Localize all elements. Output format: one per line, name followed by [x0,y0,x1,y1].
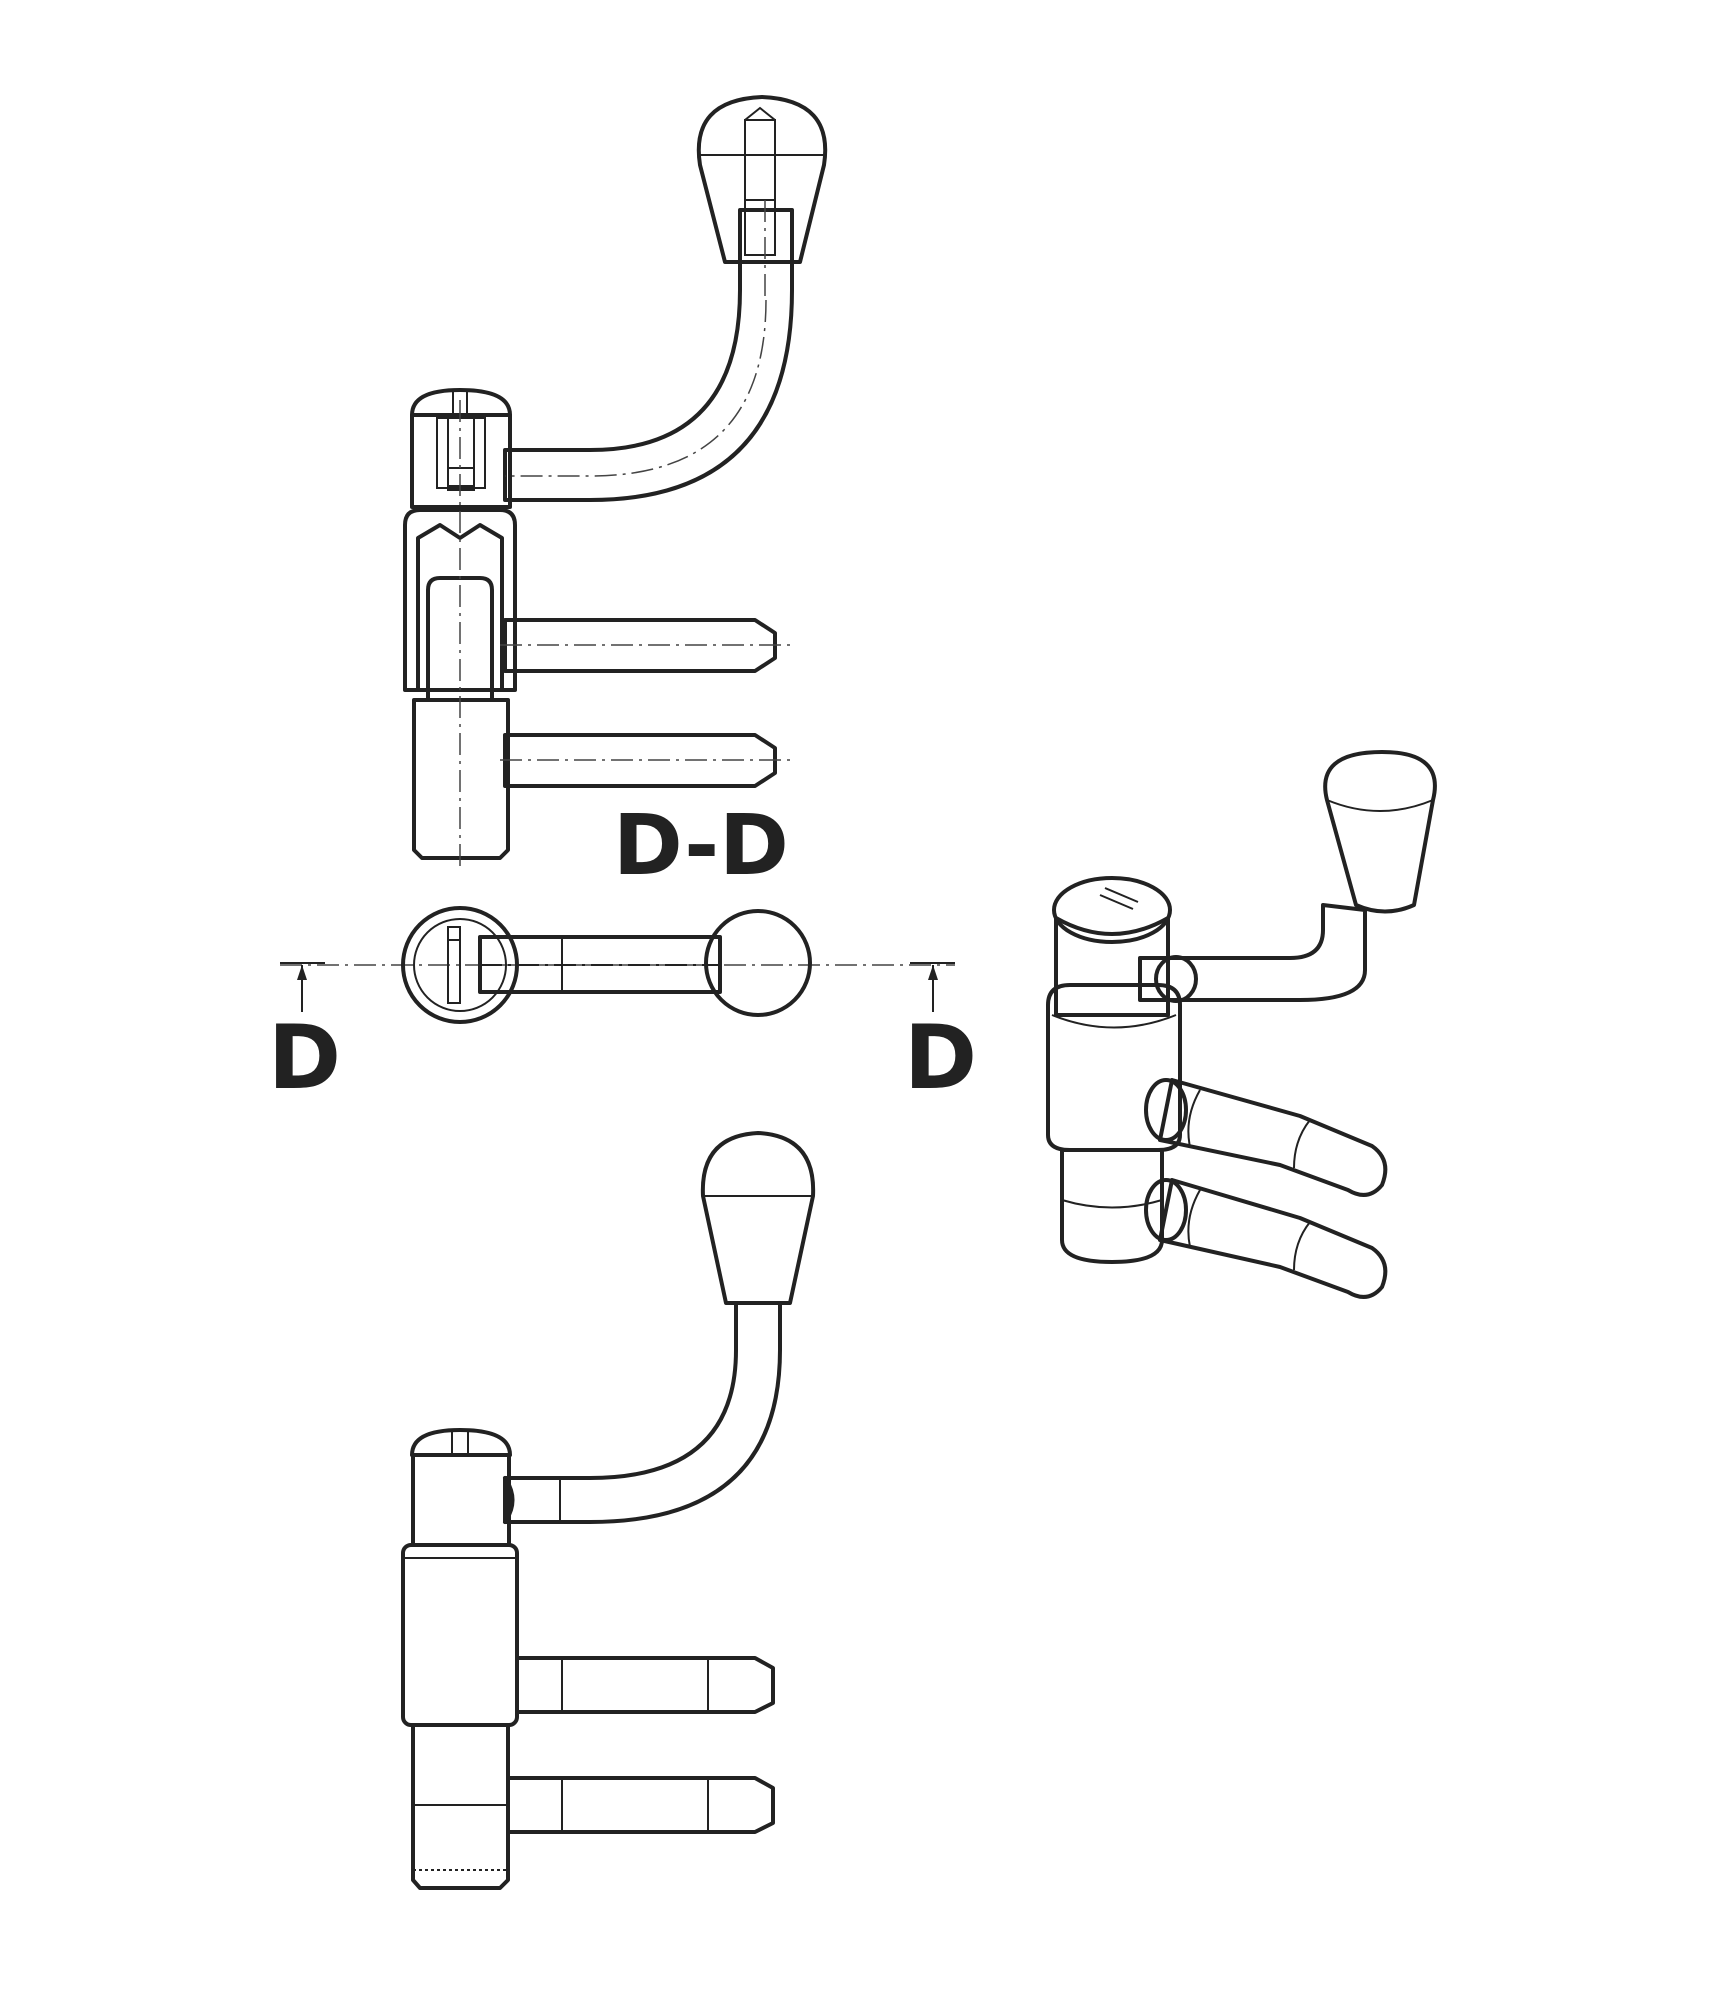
front-view [401,1131,816,1890]
section-knob-bore [744,119,776,256]
front-upper-knuckle [411,1453,511,1547]
plan-screw-slot [447,926,461,1004]
top-view: D D [268,906,977,1109]
cut-label-left: D [268,1006,341,1109]
section-knob [696,95,828,264]
section-title-label: D-D [613,796,789,894]
front-lower-knuckle [411,1723,510,1890]
section-lower-knuckle [412,698,510,860]
render-screw-head [1052,876,1172,944]
section-pin-upper [503,618,777,673]
front-arm [503,1301,782,1524]
front-pin-lower [506,1776,775,1834]
section-inner-pin [426,576,494,702]
render-pin-lower [1158,1178,1388,1299]
render-pin-upper [1158,1078,1388,1197]
section-view-dd: D-D [403,95,828,894]
section-pin-lower [503,733,777,788]
cut-label-right: D [904,1006,977,1109]
front-pin-upper [515,1656,775,1714]
render-knob-yellow [1323,750,1437,914]
render-lower-knuckle [1060,1148,1164,1264]
section-screw-shaft [436,417,486,489]
front-screw-head [410,1428,512,1457]
plan-barrel [401,906,519,1024]
plan-knob [704,909,812,1017]
render-sleeve [1046,983,1182,1152]
section-upper-knuckle [410,413,512,509]
section-arm [503,208,794,502]
front-knob [700,1131,816,1305]
section-screw-head [410,388,512,417]
isometric-render [1046,750,1437,1299]
section-sleeve [403,508,517,692]
render-arm [1138,903,1367,1002]
front-sleeve [401,1543,519,1727]
